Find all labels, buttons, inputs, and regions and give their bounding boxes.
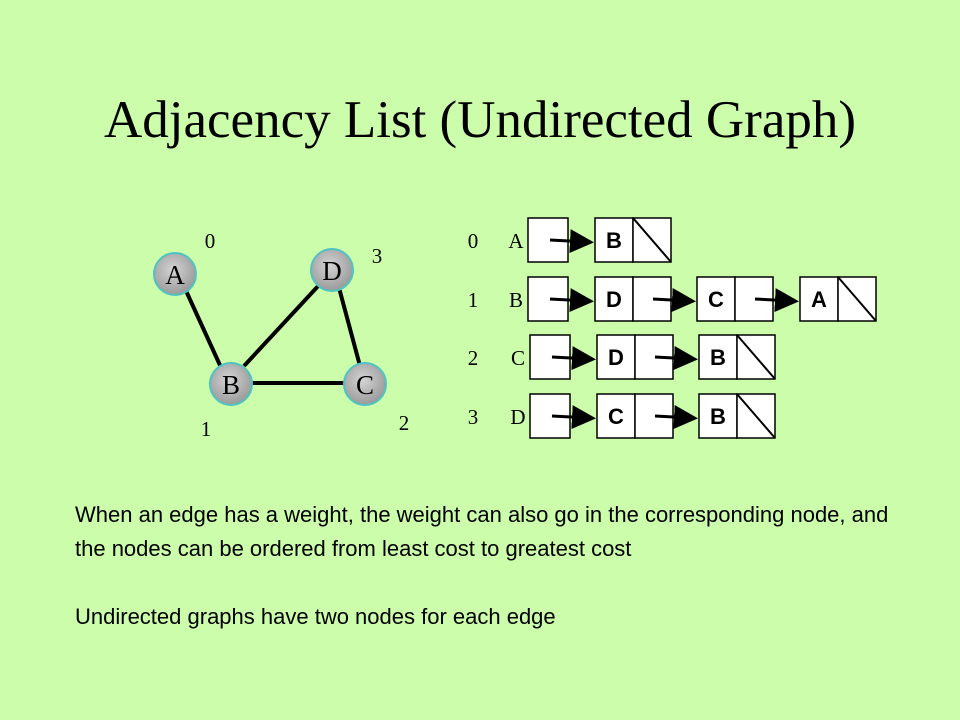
graph-node-label: B <box>222 370 240 400</box>
list-node-data-cell <box>596 393 636 439</box>
row-vertex-label: C <box>511 346 525 370</box>
pointer-arrow <box>551 405 596 430</box>
row-vertex-label: B <box>509 288 523 312</box>
graph-edges <box>180 281 362 385</box>
pointer-arrow <box>551 346 596 371</box>
row-index-label: 3 <box>468 405 479 429</box>
list-node-letter: B <box>606 228 622 253</box>
graph-index-label-c: 2 <box>399 411 410 435</box>
edge-b-d <box>242 282 322 368</box>
paragraph-two-nodes: Undirected graphs have two nodes for eac… <box>75 604 556 629</box>
adjacency-row: 2 C D B <box>468 334 776 380</box>
list-node-data-cell <box>698 334 738 380</box>
pointer-arrow <box>652 288 696 313</box>
row-index-label: 1 <box>468 288 479 312</box>
graph-node-a: A <box>153 252 197 296</box>
explanation-text: When an edge has a weight, the weight ca… <box>75 498 895 634</box>
row-index-label: 0 <box>468 229 479 253</box>
adjacency-row: 0 A B <box>468 217 672 263</box>
null-pointer-slash <box>736 334 776 380</box>
pointer-arrow <box>754 288 799 313</box>
list-node-letter: A <box>811 287 827 312</box>
graph-node-d: D <box>310 248 354 292</box>
row-vertex-label: D <box>510 405 525 429</box>
row-index-label: 2 <box>468 346 479 370</box>
graph-index-label-d: 3 <box>372 244 383 268</box>
graph-index-label-b: 1 <box>201 417 212 441</box>
null-pointer-slash <box>837 276 877 322</box>
graph-node-label: C <box>356 370 374 400</box>
edge-a-b <box>180 281 226 375</box>
list-node-next-cell <box>634 393 674 439</box>
pointer-arrow <box>654 346 698 371</box>
list-node-letter: B <box>710 404 726 429</box>
graph-index-label-a: 0 <box>205 229 216 253</box>
page-title: Adjacency List (Undirected Graph) <box>104 91 856 149</box>
paragraph-weights: When an edge has a weight, the weight ca… <box>75 502 889 561</box>
adjacency-row: 3 D C B <box>468 393 776 439</box>
list-node-letter: C <box>608 404 624 429</box>
list-node-data-cell <box>594 276 634 322</box>
graph-node-label: A <box>165 260 185 290</box>
edge-d-c <box>336 283 362 367</box>
row-vertex-label: A <box>508 229 524 253</box>
list-node-data-cell <box>696 276 736 322</box>
pointer-arrow <box>549 288 594 313</box>
list-node-letter: B <box>710 345 726 370</box>
pointer-arrow <box>654 405 698 430</box>
graph-node-label: D <box>322 256 342 286</box>
list-node-letter: C <box>708 287 724 312</box>
graph-node-b: B <box>209 362 253 406</box>
pointer-arrow <box>549 229 594 254</box>
graph-node-c: C <box>343 362 387 406</box>
adjacency-row: 1 B D C A <box>468 276 877 322</box>
null-pointer-slash <box>632 217 672 263</box>
list-node-letter: D <box>606 287 622 312</box>
null-pointer-slash <box>736 393 776 439</box>
list-node-data-cell <box>596 334 636 380</box>
list-node-letter: D <box>608 345 624 370</box>
